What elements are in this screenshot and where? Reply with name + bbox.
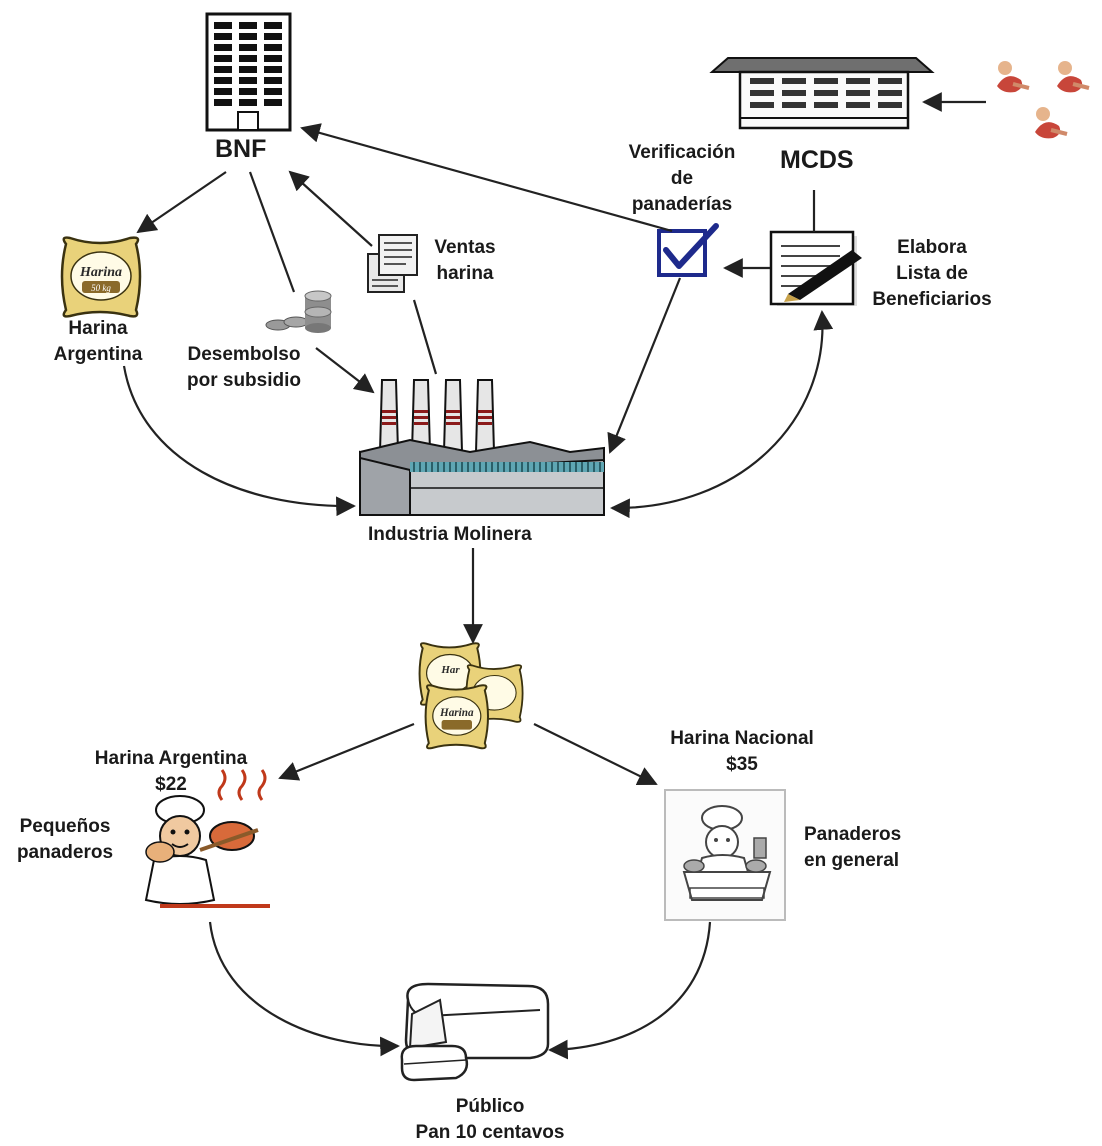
harina-nacional-price-name: Harina Nacional <box>670 728 814 749</box>
bread-icon <box>400 982 550 1082</box>
arrow-mcds-to-bnf <box>300 123 673 233</box>
factory-icon <box>359 379 605 516</box>
elabora-line-3: Beneficiarios <box>872 289 992 310</box>
harina-argentina-line-1: Harina <box>68 318 128 339</box>
harina-argentina-line-2: Argentina <box>53 344 143 365</box>
mcds-label: MCDS <box>780 146 854 174</box>
panaderos-general-line-1: Panaderos <box>804 824 902 845</box>
elabora-line-2: Lista de <box>896 263 968 284</box>
verificacion-line-3: panaderías <box>631 194 733 215</box>
publico-label: Público Pan 10 centavos <box>400 1094 580 1146</box>
arrow-coins-to-factory <box>315 347 375 394</box>
bnf-building-icon <box>205 12 292 132</box>
elabora-label: Elabora Lista de Beneficiarios <box>862 235 1002 313</box>
panaderos-general-label: Panaderos en general <box>804 822 901 874</box>
elabora-line-1: Elabora <box>897 237 967 258</box>
desembolso-line-1: Desembolso <box>187 344 301 365</box>
publico-line-2: Pan 10 centavos <box>415 1122 565 1143</box>
harina-nacional-price-label: Harina Nacional $35 <box>652 726 832 778</box>
publico-line-1: Público <box>455 1096 525 1117</box>
pequenos-line-2: panaderos <box>16 842 114 863</box>
svg-text:Har: Har <box>440 664 460 676</box>
beneficiary-list-document-icon <box>769 230 862 306</box>
ventas-line-2: harina <box>436 263 494 284</box>
arrow-sacks-to-general-bakers <box>533 723 658 786</box>
bnf-label: BNF <box>215 135 267 163</box>
ventas-label: Ventas harina <box>420 235 510 287</box>
arrow-small-bakers-to-bread <box>208 921 400 1057</box>
line-bnf-to-coins <box>248 171 296 293</box>
verificacion-line-1: Verificación <box>628 142 736 163</box>
pequenos-panaderos-label: Pequeños panaderos <box>6 814 124 866</box>
harina-argentina-top-label: Harina Argentina <box>38 316 158 368</box>
verificacion-label: Verificación de panaderías <box>612 140 752 218</box>
arrow-ventas-to-bnf <box>290 172 438 375</box>
verification-check-icon <box>657 223 719 277</box>
arrow-bnf-to-flour <box>136 171 227 234</box>
small-baker-icon <box>144 769 270 908</box>
harina-argentina-price-label: Harina Argentina $22 <box>76 746 266 798</box>
verificacion-line-2: de <box>670 168 694 189</box>
flour-sack-icon: Harina 50 kg <box>60 236 142 318</box>
general-baker-icon <box>664 789 786 921</box>
arrow-general-bakers-to-bread <box>548 921 712 1060</box>
sack-brand-text: Harina <box>79 265 122 280</box>
svg-text:Harina: Harina <box>439 707 474 719</box>
mcds-building-icon <box>709 57 935 130</box>
desembolso-line-2: por subsidio <box>187 370 301 391</box>
arrow-factory-document-bidirectional <box>610 310 834 519</box>
people-crowd-icon <box>997 61 1090 139</box>
sales-documents-icon <box>367 234 418 293</box>
arrow-flour-to-factory <box>122 365 356 517</box>
panaderos-general-line-2: en general <box>804 850 900 871</box>
coins-icon <box>265 290 332 333</box>
arrow-sacks-to-small-bakers <box>278 722 415 781</box>
pequenos-line-1: Pequeños <box>19 816 111 837</box>
flour-sacks-stack-icon: Har Harina <box>418 642 524 750</box>
harina-argentina-price-name: Harina Argentina <box>94 748 248 769</box>
desembolso-label: Desembolso por subsidio <box>172 342 316 394</box>
arrow-check-to-factory <box>607 277 682 454</box>
harina-argentina-price-value: $22 <box>155 774 187 795</box>
industria-molinera-label: Industria Molinera <box>368 524 532 545</box>
harina-nacional-price-value: $35 <box>726 754 758 775</box>
sack-weight-text: 50 kg <box>91 283 111 293</box>
ventas-line-1: Ventas <box>434 237 496 258</box>
